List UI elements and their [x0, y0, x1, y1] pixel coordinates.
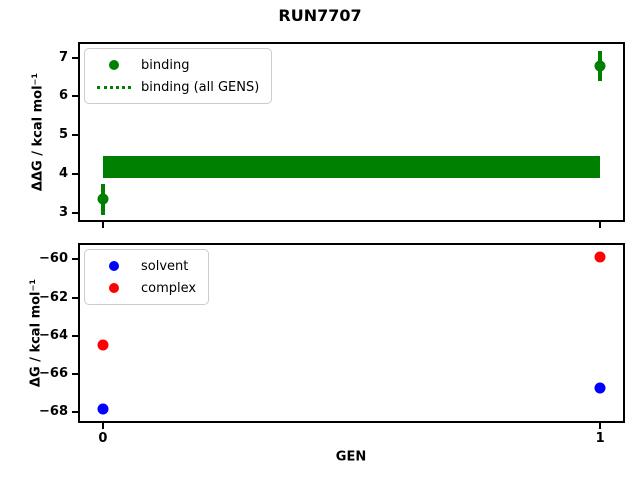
legend-label: complex — [141, 280, 197, 296]
y-tick-0-6 — [72, 95, 78, 98]
y-tick-label-1--62: −62 — [39, 289, 68, 305]
legend-glyph — [109, 283, 119, 293]
legend-glyph — [109, 261, 119, 271]
y-tick-label-0-7: 7 — [58, 49, 68, 65]
y-tick-label-0-5: 5 — [58, 127, 68, 143]
y-tick-1--60 — [72, 258, 78, 261]
y-tick-label-1--66: −66 — [39, 366, 68, 382]
gen-axis-label: GEN — [335, 449, 367, 465]
legend-glyph — [109, 60, 119, 70]
x-tick-0-1 — [599, 222, 602, 228]
legend-entry-binding: binding — [95, 54, 259, 76]
legend-label: binding — [141, 57, 190, 73]
x-tick-1-0 — [101, 423, 104, 429]
y-tick-label-0-3: 3 — [58, 204, 68, 220]
legend-0: binding binding (all GENS) — [84, 48, 273, 104]
legend-dot-icon — [95, 261, 133, 271]
legend-dot-icon — [95, 60, 133, 70]
complex-point-gen1 — [594, 251, 606, 263]
x-tick-0-0 — [101, 222, 104, 228]
y-tick-0-3 — [72, 211, 78, 214]
y-tick-1--66 — [72, 373, 78, 376]
x-tick-label-0: 0 — [98, 431, 108, 446]
legend-label: binding (all GENS) — [141, 79, 260, 95]
y-tick-1--62 — [72, 296, 78, 299]
legend-entry-binding-all-gens-: binding (all GENS) — [95, 76, 259, 98]
y-tick-1--68 — [72, 411, 78, 414]
legend-label: solvent — [141, 258, 189, 274]
y-tick-0-4 — [72, 172, 78, 175]
legend-entry-solvent: solvent — [95, 255, 196, 277]
band-binding-all-gens- — [102, 156, 601, 178]
y-tick-1--64 — [72, 334, 78, 337]
y-tick-0-5 — [72, 134, 78, 137]
binding-point-gen0 — [97, 193, 109, 205]
legend-dot-icon — [95, 283, 133, 293]
solvent-point-gen1 — [594, 382, 606, 394]
complex-point-gen0 — [97, 339, 109, 351]
legend-1: solvent complex — [84, 249, 210, 305]
x-tick-label-1: 1 — [595, 431, 605, 446]
legend-dotted-line-icon — [95, 85, 133, 89]
y-tick-label-1--64: −64 — [39, 327, 68, 343]
y-tick-label-0-4: 4 — [58, 165, 68, 181]
y-tick-label-1--68: −68 — [39, 404, 68, 420]
y-tick-0-7 — [72, 56, 78, 59]
figure-title: RUN7707 — [278, 6, 362, 25]
y-tick-label-0-6: 6 — [58, 88, 68, 104]
legend-entry-complex: complex — [95, 277, 196, 299]
solvent-point-gen0 — [97, 403, 109, 415]
binding-point-gen1 — [594, 60, 606, 72]
legend-glyph — [97, 85, 131, 89]
x-tick-1-1 — [599, 423, 602, 429]
y-tick-label-1--60: −60 — [39, 251, 68, 267]
